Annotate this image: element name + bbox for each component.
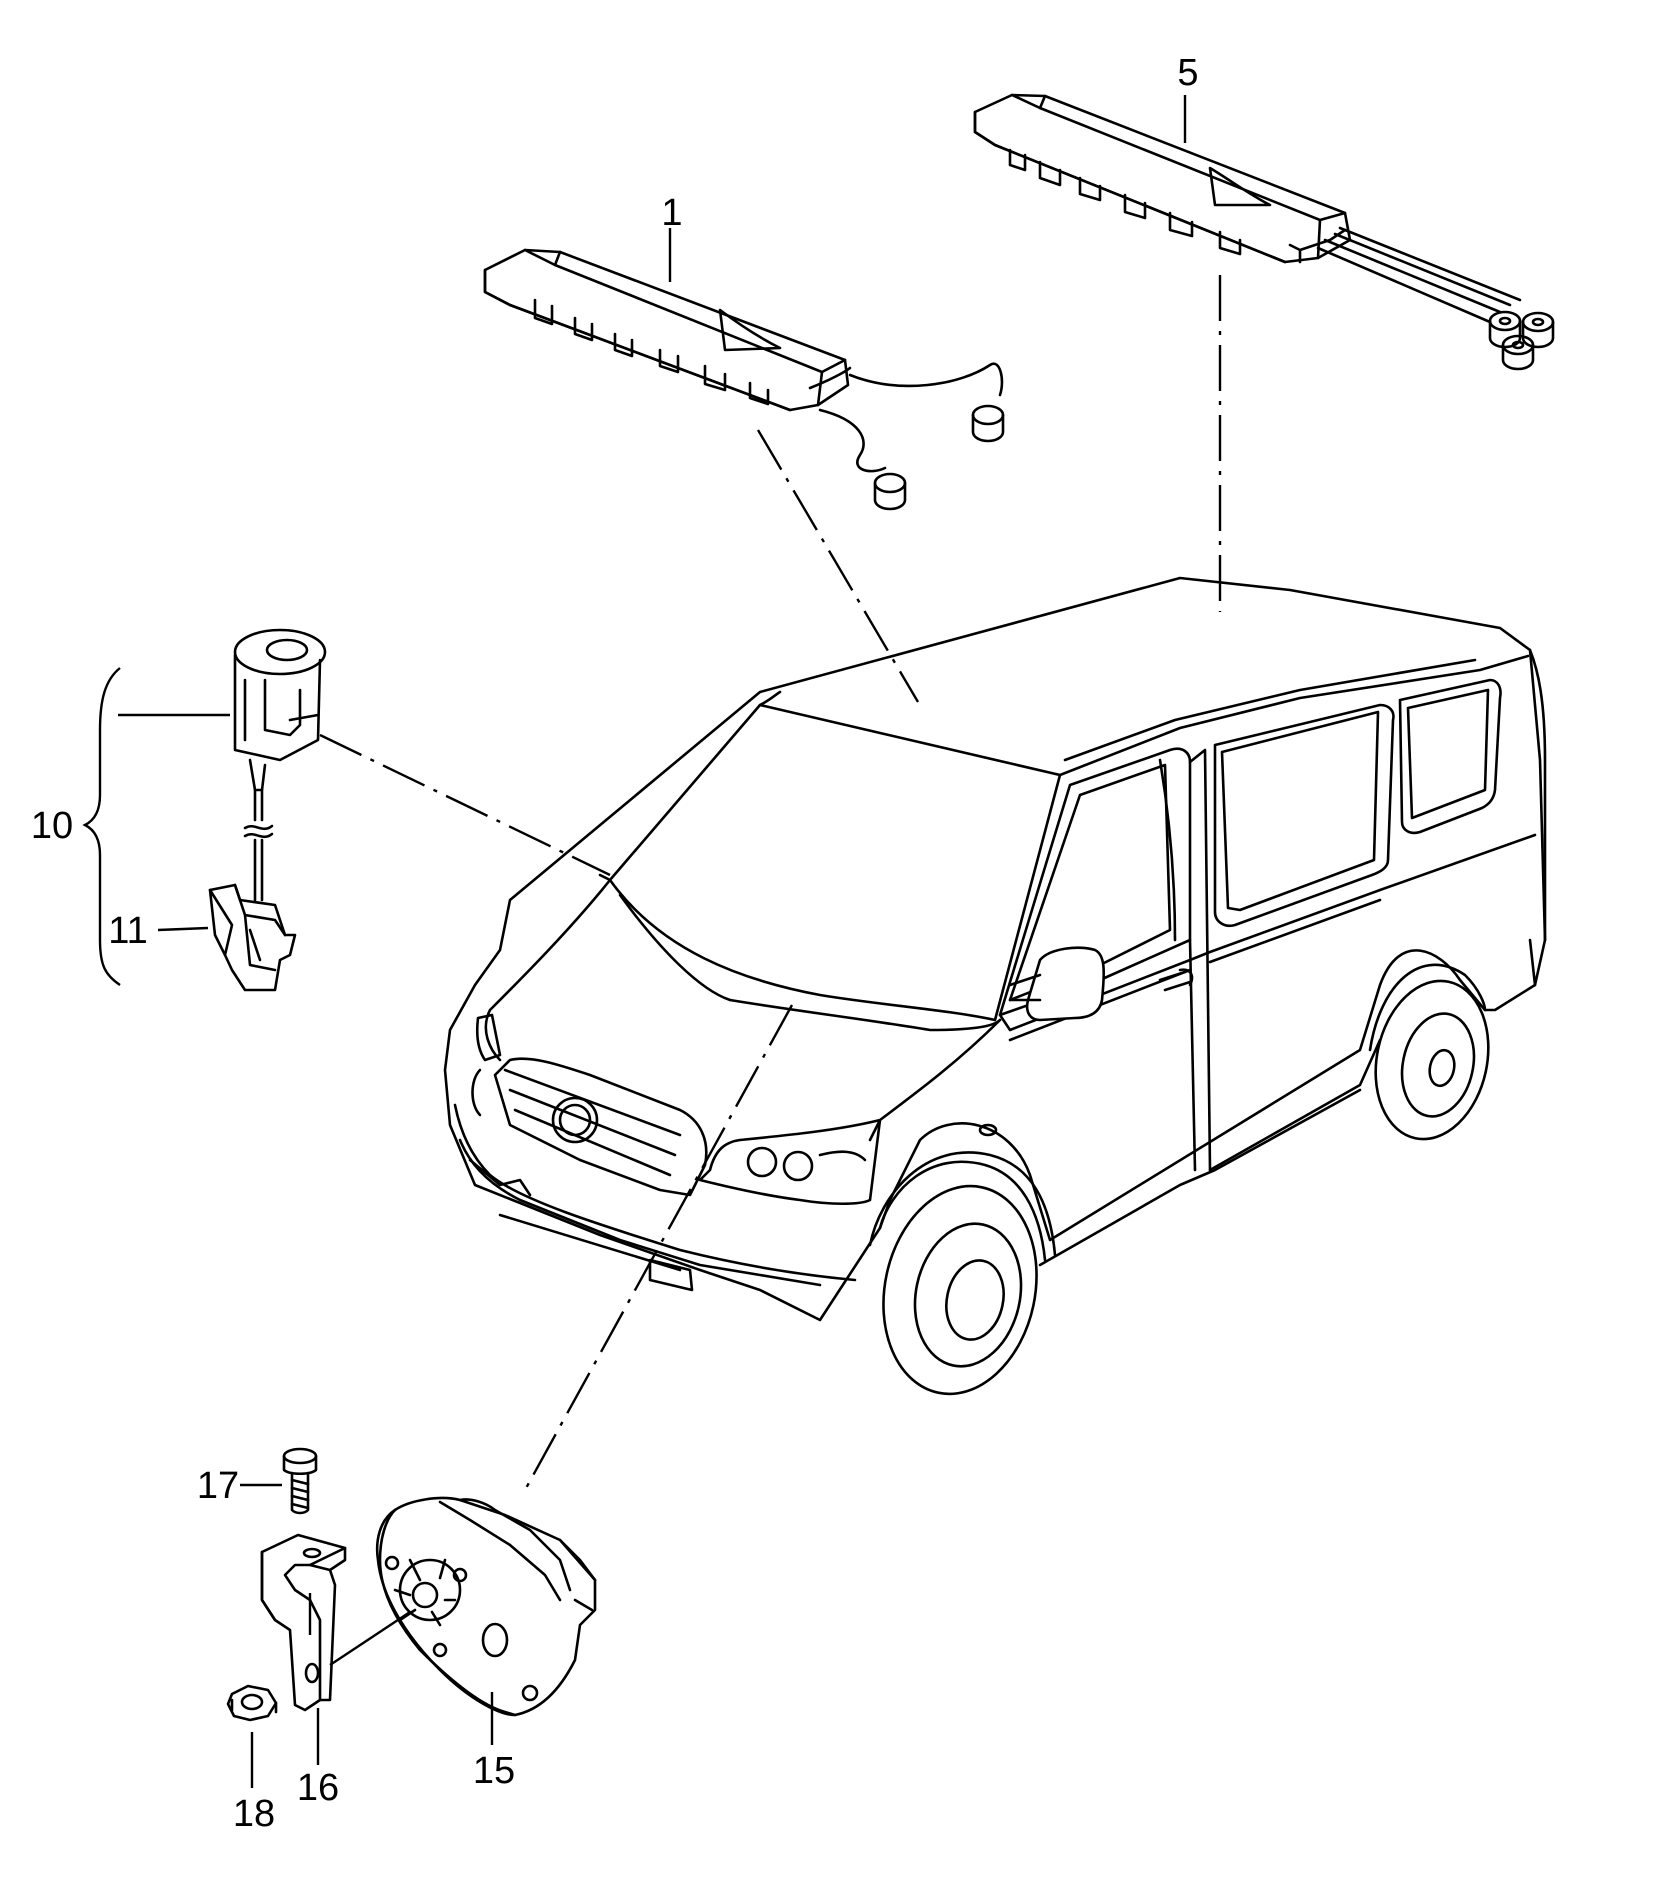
callout-10[interactable]: 10 [31, 805, 73, 847]
callout-16[interactable]: 16 [297, 1767, 339, 1809]
callout-18[interactable]: 18 [233, 1793, 275, 1835]
control-unit-1[interactable] [483, 248, 1005, 511]
brace-10 [82, 667, 121, 986]
connector-11[interactable] [208, 883, 297, 992]
callout-1[interactable]: 1 [661, 192, 682, 234]
nut-18[interactable] [226, 1684, 278, 1722]
control-unit-5[interactable] [973, 93, 1555, 371]
assembly-lines [319, 275, 1222, 1491]
leader-lines [118, 95, 1187, 1788]
sensor-15[interactable] [375, 1496, 597, 1717]
van [443, 576, 1547, 1396]
callout-labels: 1 5 10 11 15 16 17 18 [31, 52, 1199, 1835]
callout-17[interactable]: 17 [197, 1465, 239, 1507]
callout-15[interactable]: 15 [473, 1750, 515, 1792]
callout-11[interactable]: 11 [108, 910, 147, 952]
bolt-17[interactable] [282, 1447, 318, 1515]
callout-5[interactable]: 5 [1177, 52, 1198, 94]
switch-10[interactable] [233, 628, 327, 902]
bracket-16[interactable] [260, 1533, 347, 1712]
